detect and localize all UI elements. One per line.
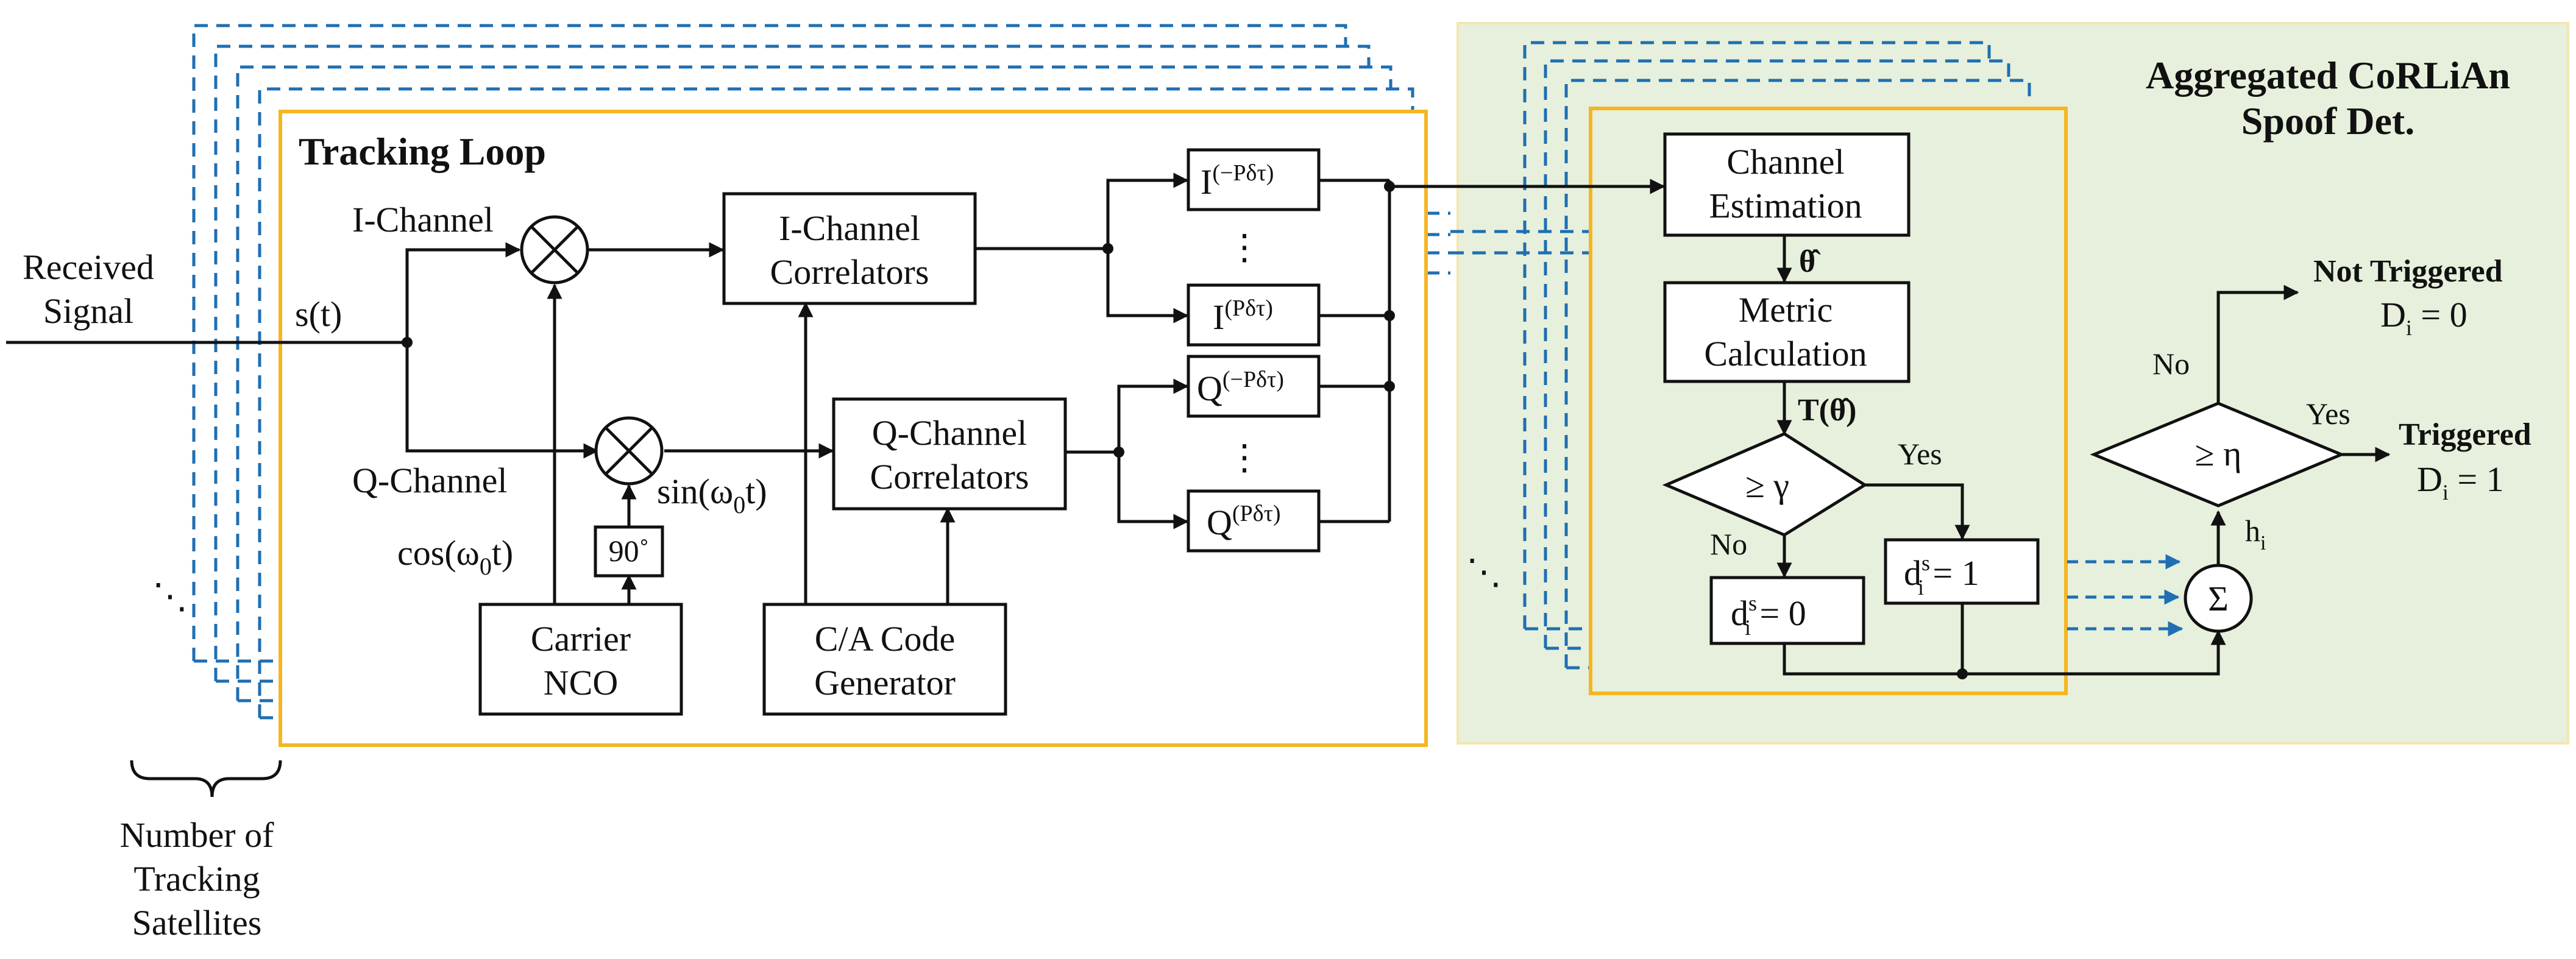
q-channel-label: Q-Channel: [352, 461, 508, 500]
metric-calculation-box: [1663, 281, 1911, 383]
ca-code-label: C/A Code: [815, 619, 955, 659]
h-label: hi: [2245, 514, 2266, 554]
d-one-box: [1884, 538, 2040, 605]
ca-code-label-2: Generator: [814, 663, 956, 702]
gamma-threshold-label: ≥ γ: [1745, 465, 1789, 505]
aggregated-panel: [1457, 22, 2569, 745]
q-plus-box: [1187, 489, 1321, 553]
satellite-count-brace: [130, 760, 282, 798]
channel-estimation-label-2: Estimation: [1709, 186, 1862, 225]
tracking-loop-title: Tracking Loop: [299, 130, 546, 173]
tracking-wires: [6, 172, 1666, 603]
sum-node-icon: [2184, 564, 2253, 633]
q-vdots: ⋮: [1227, 437, 1262, 477]
carrier-nco-label-2: NCO: [544, 663, 618, 702]
i-channel-label: I-Channel: [352, 200, 494, 239]
q-plus-label: Q(Pδτ): [1207, 501, 1281, 542]
aggregated-title-2: Spoof Det.: [2241, 99, 2415, 143]
i-correlators-label-2: Correlators: [770, 252, 929, 292]
received-signal-label-2: Signal: [43, 291, 133, 331]
left-diagonal-dots: ⋱: [152, 576, 188, 616]
i-plus-box: [1187, 283, 1321, 347]
ca-code-box: [762, 603, 1007, 716]
detector-text: Aggregated CoRLiAn Spoof Det. Channel Es…: [1466, 54, 2532, 640]
i-correlators-label: I-Channel: [779, 208, 920, 248]
q-correlators-box: [832, 397, 1067, 511]
metric-calculation-label: Metric: [1739, 290, 1833, 330]
right-diagonal-dots: ⋱: [1466, 552, 1502, 592]
carrier-nco-box: [478, 603, 683, 716]
detector-frame: [1589, 107, 2068, 695]
q-correlators-label-2: Correlators: [870, 457, 1029, 497]
gamma-yes-label: Yes: [1898, 437, 1942, 471]
phase-shift-box: [594, 525, 664, 578]
i-vdots: ⋮: [1227, 227, 1262, 267]
not-triggered-value: Di = 0: [2380, 295, 2468, 340]
stacked-detector-outlines: [1450, 41, 2031, 670]
cos-label: cos(ω0t): [397, 533, 513, 580]
carrier-nco-label: Carrier: [531, 619, 631, 659]
phase-shift-label: 90˚: [609, 534, 650, 568]
metric-calculation-label-2: Calculation: [1704, 334, 1867, 373]
satellite-count-label-2: Tracking: [133, 859, 260, 899]
eta-no-label: No: [2152, 347, 2190, 381]
tracking-text: Received Signal s(t) Tracking Loop I-Cha…: [23, 130, 1284, 943]
satellite-count-label: Number of: [120, 815, 275, 855]
i-minus-box: [1187, 148, 1321, 211]
satellite-count-label-3: Satellites: [132, 903, 262, 943]
eta-decision-diamond: [2090, 402, 2346, 508]
i-correlators-box: [722, 192, 977, 305]
eta-threshold-label: ≥ η: [2195, 434, 2242, 473]
i-mixer-icon: [520, 215, 589, 285]
channel-estimation-label: Channel: [1726, 142, 1844, 182]
d-zero-box: [1709, 576, 1865, 645]
q-correlators-label: Q-Channel: [872, 413, 1027, 453]
q-minus-label: Q(−Pδτ): [1197, 367, 1284, 408]
gamma-decision-diamond: [1662, 432, 1868, 537]
triggered-value: Di = 1: [2417, 459, 2504, 504]
i-minus-label: I(−Pδτ): [1201, 160, 1274, 202]
q-mixer-icon: [594, 416, 664, 486]
eta-yes-label: Yes: [2306, 397, 2351, 431]
i-plus-label: I(Pδτ): [1213, 295, 1273, 337]
signal-s-t-label: s(t): [295, 294, 342, 334]
t-theta-label: T(θ̂): [1798, 393, 1856, 428]
aggregated-title: Aggregated CoRLiAn: [2146, 54, 2510, 97]
sum-symbol: Σ: [2208, 579, 2229, 618]
received-signal-label: Received: [23, 247, 154, 287]
gamma-no-label: No: [1710, 527, 1747, 561]
tracking-loop-frame: [279, 110, 1428, 747]
channel-estimation-box: [1663, 132, 1911, 237]
detector-wires: [1776, 236, 2391, 679]
triggered-label: Triggered: [2399, 417, 2532, 452]
sin-label: sin(ω0t): [657, 472, 767, 518]
not-triggered-label: Not Triggered: [2313, 254, 2503, 289]
q-minus-box: [1187, 355, 1321, 418]
